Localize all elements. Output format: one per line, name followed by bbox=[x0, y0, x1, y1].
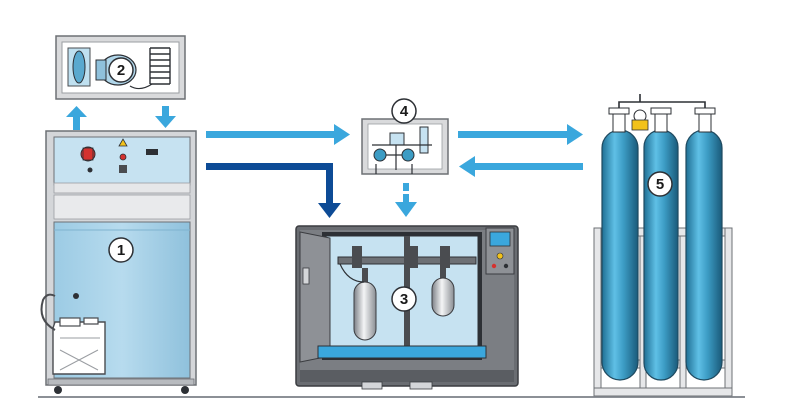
badge-label: 5 bbox=[656, 176, 664, 193]
fill-flow-arrow bbox=[458, 124, 583, 145]
badge-circle bbox=[647, 171, 673, 197]
chamber-cylinder-right bbox=[431, 268, 455, 317]
badge-circle bbox=[391, 286, 417, 312]
badge-unit-1: 1 bbox=[108, 237, 134, 263]
badge-circle bbox=[108, 57, 134, 83]
badge-unit-3: 3 bbox=[391, 286, 417, 312]
badge-circle bbox=[391, 98, 417, 124]
valve-panel bbox=[361, 118, 449, 175]
chamber-cylinder-left bbox=[353, 268, 377, 341]
chamber-feed-arrow bbox=[395, 183, 417, 217]
cooling-unit bbox=[55, 35, 186, 100]
cooling-flow-arrows bbox=[66, 106, 176, 130]
badge-unit-2: 2 bbox=[108, 57, 134, 83]
badge-label: 1 bbox=[117, 242, 125, 259]
return-flow-arrow bbox=[206, 163, 341, 218]
badge-circle bbox=[108, 237, 134, 263]
badge-unit-4: 4 bbox=[391, 98, 417, 124]
badge-unit-5: 5 bbox=[647, 171, 673, 197]
badge-label: 3 bbox=[400, 291, 408, 308]
gas-cylinder-bundle bbox=[593, 94, 733, 397]
vent-flow-arrow bbox=[459, 156, 583, 177]
badge-label: 2 bbox=[117, 62, 125, 79]
badge-label: 4 bbox=[400, 103, 409, 120]
supply-flow-arrow bbox=[206, 124, 350, 145]
